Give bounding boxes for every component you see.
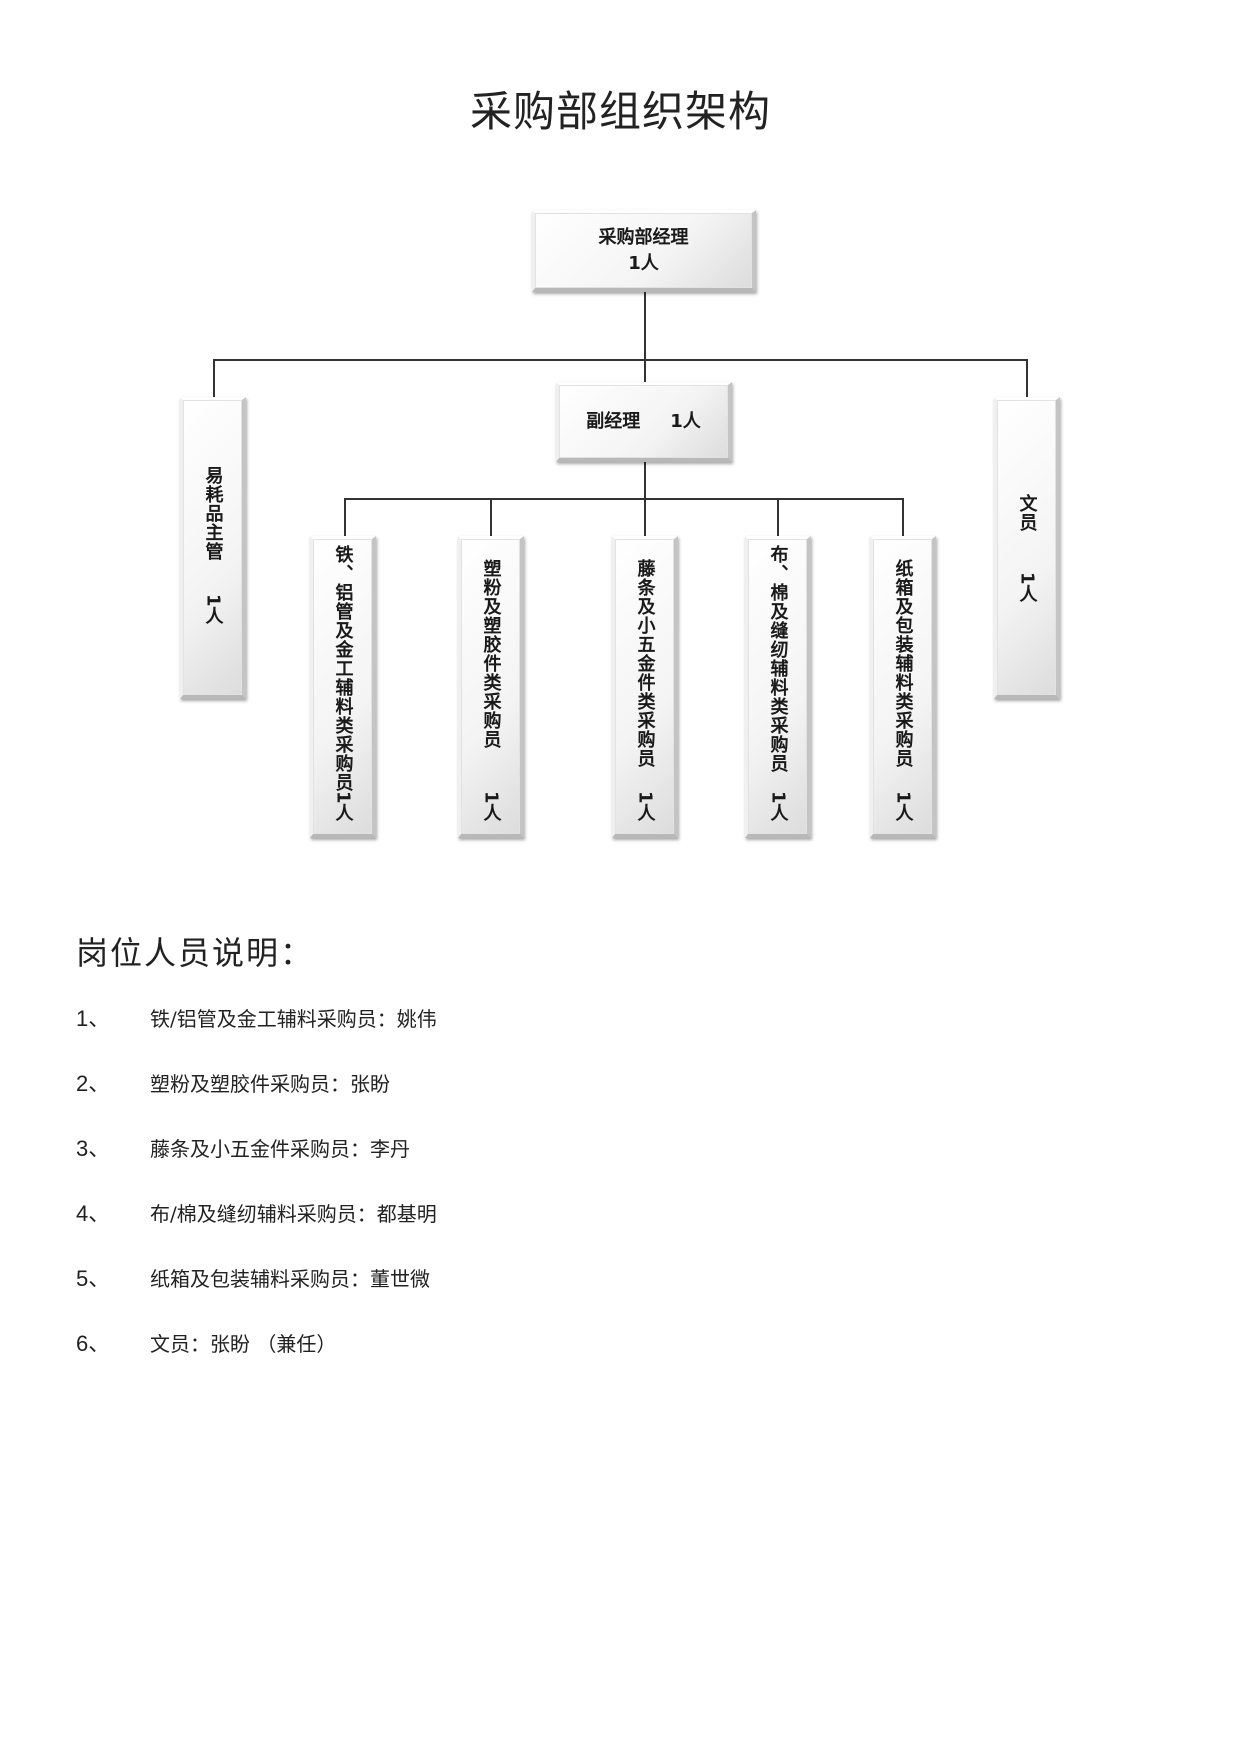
list-item: 2、 塑粉及塑胶件采购员：张盼: [76, 1067, 390, 1097]
staff-heading: 岗位人员说明：: [76, 934, 315, 972]
connector-buyer-2: [490, 498, 492, 536]
buyer-metal-count: 1人: [332, 791, 354, 822]
list-item: 5、 纸箱及包装辅料采购员：董世微: [76, 1262, 430, 1292]
list-item: 1、 铁/铝管及金工辅料采购员：姚伟: [76, 1002, 437, 1032]
org-node-buyer-plastic: 塑粉及塑胶件类采购员 1人: [458, 536, 524, 838]
list-item-text: 塑粉及塑胶件采购员：张盼: [150, 1071, 390, 1096]
list-item-text: 纸箱及包装辅料采购员：董世微: [150, 1266, 430, 1291]
deputy-count: 1人: [670, 410, 701, 432]
connector-buyer-1: [344, 498, 346, 536]
list-item: 3、 藤条及小五金件采购员：李丹: [76, 1132, 410, 1162]
connector-buyers-horizontal: [344, 498, 904, 500]
connector-clerk: [1026, 359, 1028, 397]
consumables-title: 易耗品主管: [202, 466, 224, 561]
buyer-packaging-title: 纸箱及包装辅料类采购员: [892, 559, 914, 768]
list-item-text: 藤条及小五金件采购员：李丹: [150, 1136, 410, 1161]
clerk-count: 1人: [1016, 572, 1038, 603]
connector-buyer-3: [644, 498, 646, 536]
list-item-text: 铁/铝管及金工辅料采购员：姚伟: [150, 1006, 437, 1031]
page-title: 采购部组织架构: [469, 87, 771, 136]
buyer-fabric-count: 1人: [767, 791, 789, 822]
list-item-number: 5、: [76, 1266, 111, 1291]
org-node-consumables-supervisor: 易耗品主管 1人: [180, 397, 246, 699]
manager-count: 1人: [628, 252, 659, 274]
org-node-manager: 采购部经理 1人: [532, 210, 756, 292]
buyer-fabric-title: 布、棉及缝纫辅料类采购员: [767, 545, 789, 773]
buyer-plastic-title: 塑粉及塑胶件类采购员: [480, 559, 502, 749]
org-node-buyer-fabric: 布、棉及缝纫辅料类采购员 1人: [745, 536, 811, 838]
buyer-rattan-title: 藤条及小五金件类采购员: [634, 559, 656, 768]
list-item: 4、 布/棉及缝纫辅料采购员：都基明: [76, 1197, 437, 1227]
list-item-number: 4、: [76, 1201, 111, 1226]
connector-manager-down: [644, 292, 646, 382]
connector-consumables: [213, 359, 215, 397]
clerk-title: 文员: [1016, 494, 1038, 532]
connector-buyer-5: [902, 498, 904, 536]
manager-title: 采购部经理: [598, 226, 689, 248]
buyer-plastic-count: 1人: [480, 791, 502, 822]
org-chart: 采购部经理 1人 副经理 1人 易耗品主管 1人 文员 1人 铁、铝管及金工辅料…: [180, 210, 1060, 838]
org-node-deputy: 副经理 1人: [556, 382, 732, 462]
org-node-buyer-metal: 铁、铝管及金工辅料类采购员 1人: [310, 536, 376, 838]
buyer-metal-title: 铁、铝管及金工辅料类采购员: [332, 545, 354, 792]
list-item-text: 布/棉及缝纫辅料采购员：都基明: [150, 1201, 437, 1226]
connector-buyer-4: [777, 498, 779, 536]
org-node-buyer-rattan: 藤条及小五金件类采购员 1人: [612, 536, 678, 838]
consumables-count: 1人: [202, 594, 224, 625]
deputy-title: 副经理: [586, 410, 641, 432]
list-item-number: 2、: [76, 1071, 111, 1096]
list-item-number: 3、: [76, 1136, 111, 1161]
org-node-clerk: 文员 1人: [994, 397, 1060, 699]
org-node-buyer-packaging: 纸箱及包装辅料类采购员 1人: [870, 536, 936, 838]
connector-top-horizontal: [213, 359, 1028, 361]
list-item-number: 1、: [76, 1006, 111, 1031]
list-item-text: 文员：张盼 （兼任）: [150, 1331, 337, 1356]
buyer-rattan-count: 1人: [634, 791, 656, 822]
list-item: 6、 文员：张盼 （兼任）: [76, 1327, 336, 1357]
list-item-number: 6、: [76, 1331, 111, 1356]
buyer-packaging-count: 1人: [892, 791, 914, 822]
